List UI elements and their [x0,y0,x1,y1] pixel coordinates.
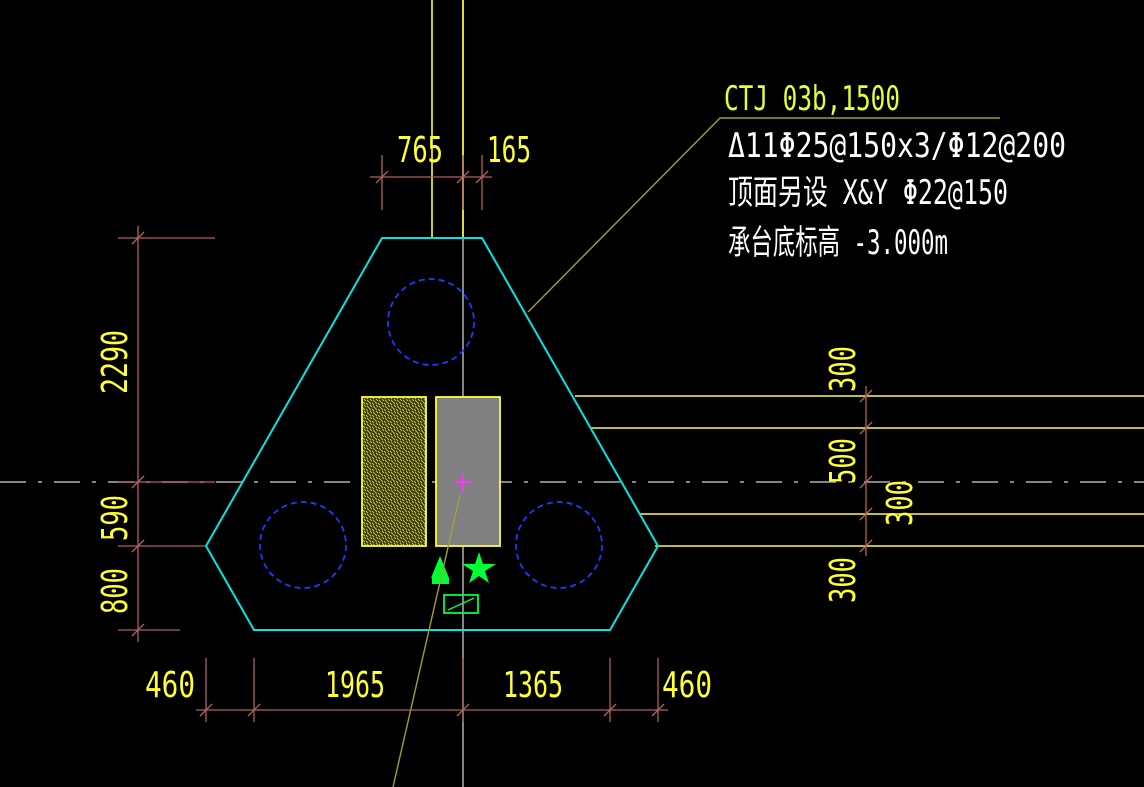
dim-right-3: 300 [880,480,921,526]
dim-bottom-2: 1965 [325,665,385,706]
dim-top-right: 165 [487,130,531,171]
annotation-line-1: Δ11Φ25@150x3/Φ12@200 [728,126,1066,166]
piles [259,278,603,589]
dim-left-lower: 800 [95,568,136,614]
pile-right [515,501,603,589]
beam-lines [431,0,1144,547]
annotation-code: CTJ 03b,1500 [724,79,900,119]
dim-bottom-4: 460 [662,665,712,706]
arrow-marker-icon [431,556,449,578]
pile-top [387,278,475,366]
dim-left-middle: 590 [95,495,136,541]
rect-marker-icon [443,594,479,614]
dim-right-1: 300 [823,346,864,392]
annotation-line-3: 承台底标高 -3.000m [728,223,948,263]
dim-top-left: 765 [397,130,443,171]
annotation: CTJ 03b,1500 Δ11Φ25@150x3/Φ12@200 顶面另设 X… [724,79,1066,263]
dimension-lines [118,155,873,722]
star-marker-icon [462,552,496,583]
pile-left [259,501,347,589]
dim-bottom-3: 1365 [503,665,563,706]
hatched-wall [361,396,427,547]
pile-cap-outline [204,237,660,631]
dimension-labels: 765 165 2290 590 800 460 1965 1365 460 3… [95,130,921,706]
center-mark-icon [454,473,472,491]
dim-right-4: 300 [823,557,864,603]
dim-left-upper: 2290 [95,330,136,394]
column [435,396,501,547]
dim-bottom-1: 460 [145,665,195,706]
leader-lines [392,117,1000,787]
annotation-line-2: 顶面另设 X&Y Φ22@150 [728,173,1008,213]
dim-right-2: 500 [823,438,864,484]
